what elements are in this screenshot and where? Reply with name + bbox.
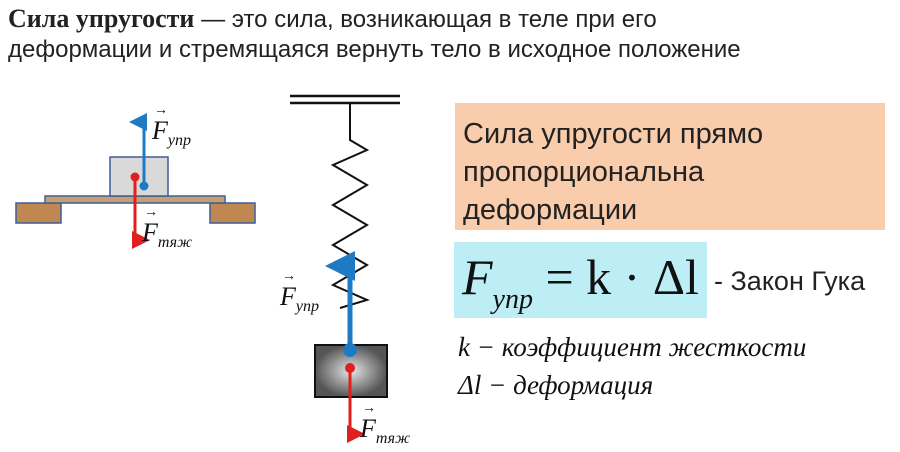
- title-term: Сила упругости: [8, 4, 195, 33]
- formula-box: [454, 242, 707, 318]
- page-title: Сила упругости — это сила, возникающая в…: [8, 4, 741, 65]
- wood-support-left: [15, 202, 62, 224]
- definition-delta-l: Δl − деформация: [458, 370, 654, 400]
- hooke-formula: Fупр = k · Δl: [462, 249, 699, 315]
- title-line2: деформации и стремящаяся вернуть тело в …: [8, 36, 741, 63]
- law-label: - Закон Гука: [714, 266, 866, 296]
- spring-diagram: [290, 94, 400, 443]
- spring: [330, 104, 370, 309]
- title-rest: — это сила, возникающая в теле при его: [194, 6, 657, 33]
- label-f-gravity-2: →Fтяж: [360, 401, 410, 448]
- definition-k: k − коэффициент жесткости: [458, 332, 807, 362]
- statement-text: Сила упругости прямо пропорциональна деф…: [463, 118, 764, 226]
- table-diagram: [15, 113, 256, 249]
- force-diagrams: [15, 94, 400, 443]
- wood-support-right: [209, 202, 256, 224]
- label-f-gravity-1: →Fтяж: [142, 205, 192, 252]
- label-f-elastic-1: →Fупр: [152, 103, 191, 150]
- label-f-elastic-2: →Fупр: [280, 269, 319, 316]
- statement-box: Сила упругости прямо пропорциональна деф…: [455, 103, 885, 230]
